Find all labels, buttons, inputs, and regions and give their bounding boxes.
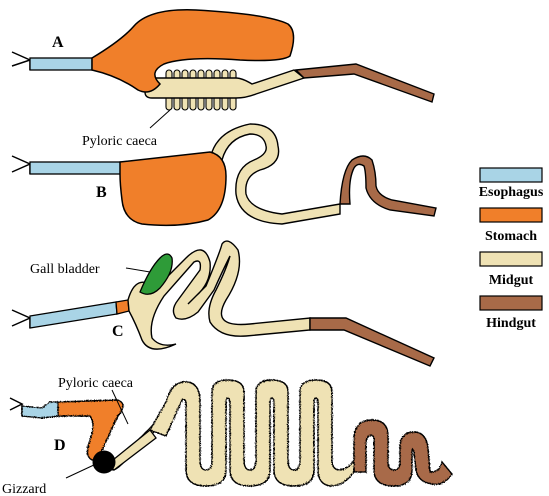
midgut-b xyxy=(212,124,340,224)
mouth-a xyxy=(12,52,30,70)
legend: Esophagus Stomach Midgut Hindgut xyxy=(479,168,544,331)
diagram-a: A Pyloric caeca xyxy=(12,10,434,149)
diagram-c: Gall bladder C xyxy=(12,241,434,366)
hindgut-c xyxy=(310,318,434,366)
esophagus-a xyxy=(30,58,92,70)
letter-b: B xyxy=(96,184,107,201)
legend-label-stomach: Stomach xyxy=(485,229,537,244)
legend-label-hindgut: Hindgut xyxy=(486,316,536,331)
letter-a: A xyxy=(52,34,64,51)
mouth-c xyxy=(12,310,30,328)
stomach-c xyxy=(116,300,129,314)
pointer-a xyxy=(150,110,170,128)
diagram-b: B xyxy=(12,124,436,225)
mouth-b xyxy=(12,156,30,174)
hindgut-a xyxy=(296,64,434,102)
esophagus-c xyxy=(30,302,117,328)
stomach-b xyxy=(120,152,226,225)
mouth-d xyxy=(10,398,22,414)
esophagus-b xyxy=(30,162,124,174)
midgut-c xyxy=(128,241,310,349)
midgut-d xyxy=(150,380,354,486)
esophagus-d xyxy=(22,402,60,418)
gizzard-d xyxy=(93,451,115,473)
legend-label-midgut: Midgut xyxy=(489,273,534,288)
annotation-gizzard: Gizzard xyxy=(2,482,46,496)
legend-label-esophagus: Esophagus xyxy=(479,185,544,200)
letter-c: C xyxy=(112,323,124,340)
legend-swatch-esophagus xyxy=(480,168,542,182)
legend-swatch-hindgut xyxy=(480,296,542,310)
stomach-d xyxy=(58,400,123,460)
annotation-pyloric-caeca-a: Pyloric caeca xyxy=(82,134,158,149)
pointer-gizzard xyxy=(66,464,96,478)
legend-swatch-stomach xyxy=(480,208,542,222)
hindgut-d xyxy=(354,420,452,486)
legend-swatch-midgut xyxy=(480,252,542,266)
annotation-gall-bladder: Gall bladder xyxy=(30,262,100,277)
annotation-pyloric-caeca-d: Pyloric caeca xyxy=(58,376,134,391)
hindgut-b xyxy=(340,156,436,216)
pointer-gall-bladder xyxy=(126,268,150,272)
diagram-d: D Pyloric caeca Gizzard xyxy=(2,376,452,496)
letter-d: D xyxy=(54,437,66,454)
